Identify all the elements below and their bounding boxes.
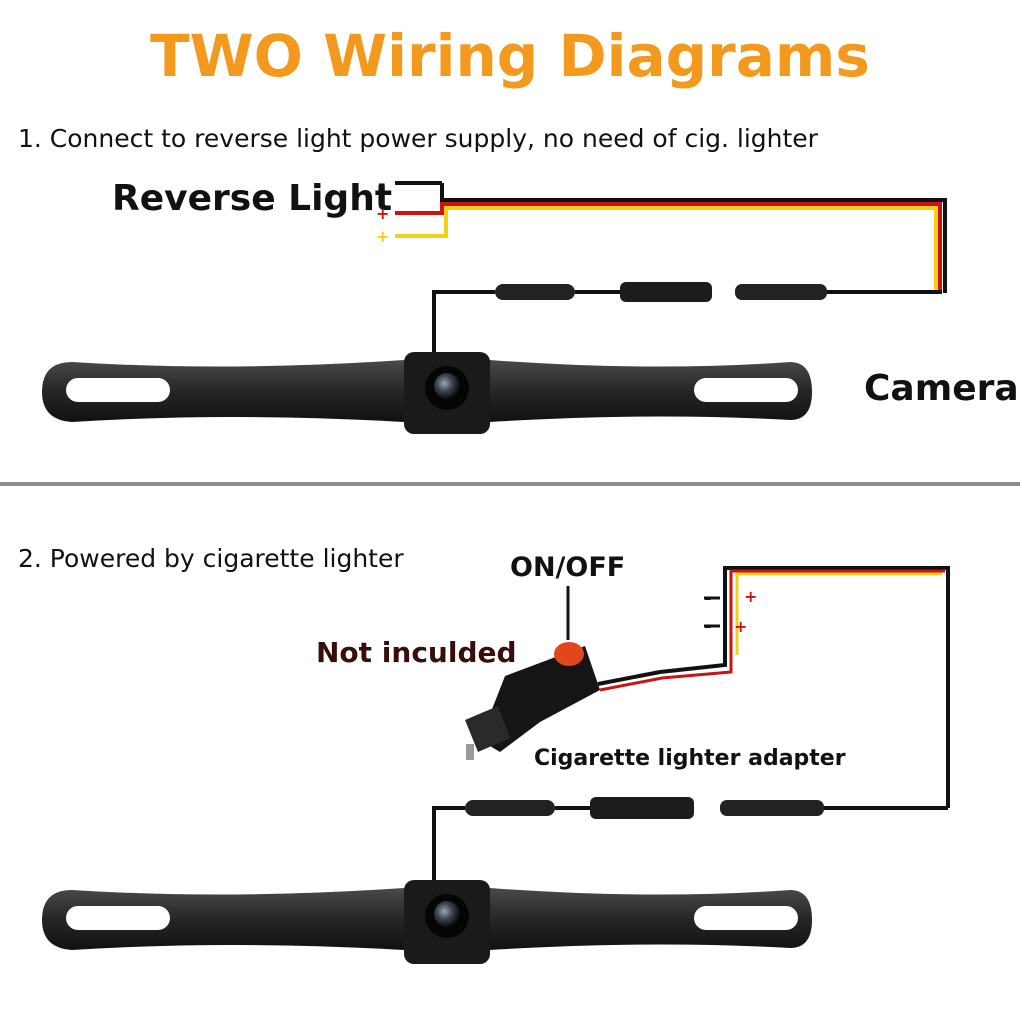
section-divider (0, 482, 1020, 486)
camera2-cable (432, 797, 948, 880)
camera1-label: Camera (864, 368, 1019, 409)
on-off-label: ON/OFF (510, 552, 626, 583)
wire-mark-plus-yellow-1: + (376, 227, 389, 246)
wire-mark-minus-3: - (704, 616, 711, 637)
wire-mark-minus-2: - (704, 588, 711, 609)
camera1-bracket (42, 352, 812, 434)
not-included-note: Not inculded (316, 636, 517, 669)
cigarette-lighter-plug (465, 642, 600, 760)
adapter-wires (597, 566, 950, 808)
wire-mark-plus-red-1: + (376, 204, 389, 223)
wire-mark-plus-3: + (734, 617, 747, 636)
reverse-light-wires (395, 181, 947, 293)
camera1-cable (432, 282, 942, 356)
diagram1-caption: 1. Connect to reverse light power supply… (18, 124, 818, 153)
reverse-light-label: Reverse Light (112, 178, 393, 219)
camera2-bracket (42, 880, 812, 964)
diagram2-caption: 2. Powered by cigarette lighter (18, 544, 404, 573)
on-off-switch-icon (554, 642, 584, 666)
cigarette-adapter-label: Cigarette lighter adapter (534, 746, 846, 771)
wire-mark-plus-2: + (744, 587, 757, 606)
wire-mark-minus-1: - (378, 174, 385, 195)
diagram-title: TWO Wiring Diagrams (150, 22, 870, 90)
